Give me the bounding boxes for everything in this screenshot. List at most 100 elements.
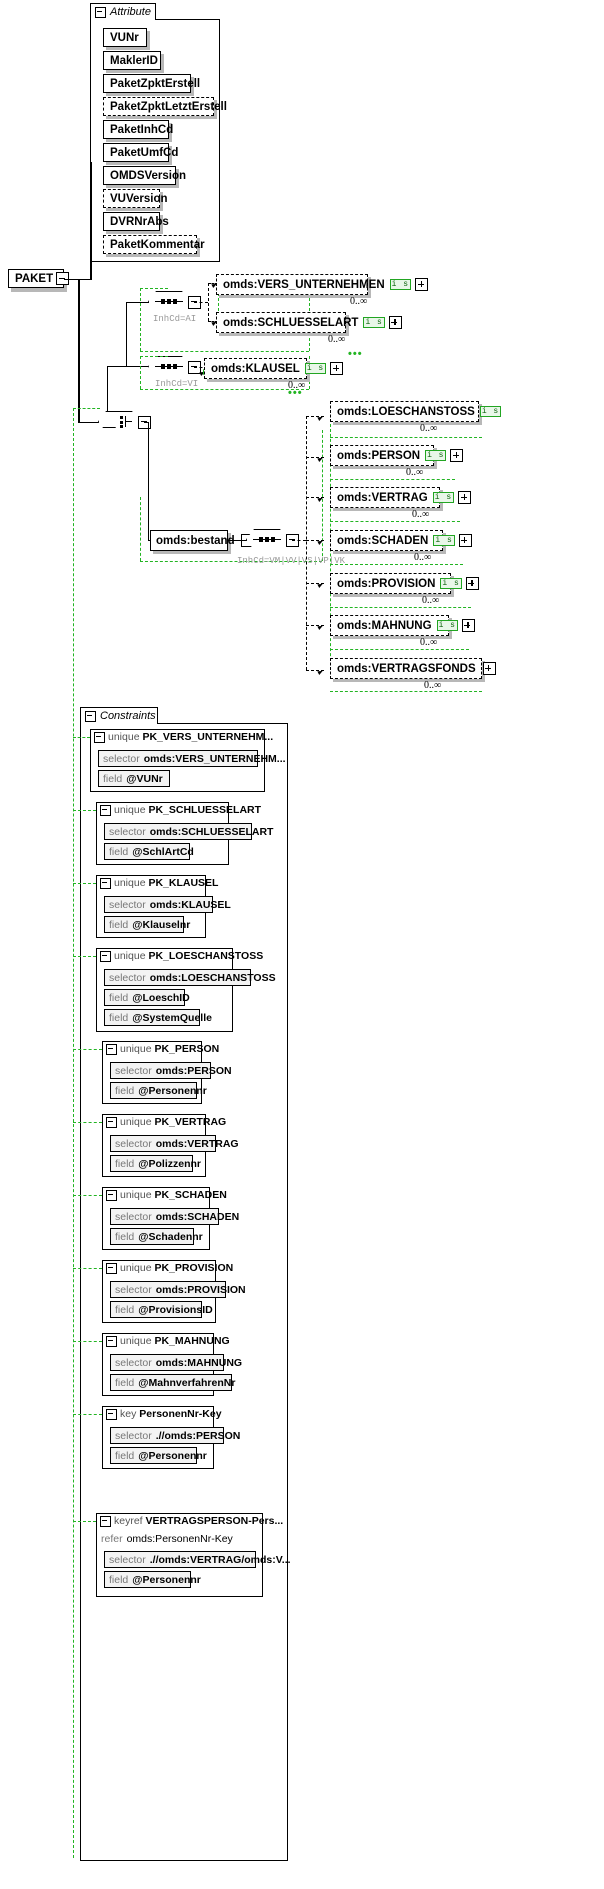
- attribute-box[interactable]: VUNr: [103, 28, 147, 47]
- constraint-field-row[interactable]: field @Polizzennr: [110, 1155, 201, 1172]
- element-person[interactable]: omds:PERSON i s: [330, 445, 464, 466]
- row-keyword: selector: [109, 825, 146, 838]
- row-keyword: selector: [103, 752, 140, 765]
- element-schaden[interactable]: omds:SCHADEN i s: [330, 530, 472, 551]
- constraint-tab[interactable]: unique PK_KLAUSEL: [96, 875, 218, 891]
- constraint-field-row[interactable]: field @LoeschID: [104, 989, 190, 1006]
- sequence-compositor-bestand[interactable]: [246, 529, 299, 553]
- element-loeschanstoss[interactable]: omds:LOESCHANSTOSS i s: [330, 401, 502, 422]
- row-value: omds:VERS_UNTERNEHM...: [143, 752, 286, 765]
- collapse-icon[interactable]: [95, 6, 106, 18]
- constraint-field-row[interactable]: field @SchlArtCd: [104, 843, 194, 860]
- constraint-tab[interactable]: unique PK_VERTRAG: [102, 1114, 226, 1130]
- constraint-tab[interactable]: unique PK_PERSON: [102, 1041, 219, 1057]
- constraint-field-row[interactable]: field @MahnverfahrenNr: [110, 1374, 235, 1391]
- constraint-tab[interactable]: unique PK_PROVISION: [102, 1260, 233, 1276]
- expand-icon[interactable]: [415, 278, 429, 291]
- collapse-icon[interactable]: [106, 1335, 117, 1347]
- constraint-selector-row[interactable]: selector omds:SCHLUESSELART: [104, 823, 273, 840]
- element-klausel[interactable]: omds:KLAUSEL i s: [204, 358, 344, 379]
- collapse-icon[interactable]: [106, 1408, 117, 1420]
- constraint-selector-row[interactable]: selector omds:LOESCHANSTOSS: [104, 969, 276, 986]
- element-vertragsfonds[interactable]: omds:VERTRAGSFONDS: [330, 658, 496, 679]
- attribute-box-optional[interactable]: PaketZpktLetztErstell: [103, 97, 227, 116]
- repeat-dots: •••: [288, 387, 303, 399]
- constraints-group-tab[interactable]: Constraints: [80, 707, 158, 724]
- choice-compositor[interactable]: [98, 411, 151, 435]
- expand-icon[interactable]: [458, 491, 472, 504]
- constraint-tab[interactable]: unique PK_LOESCHANSTOSS: [96, 948, 263, 964]
- collapse-icon[interactable]: [100, 950, 111, 962]
- collapse-icon[interactable]: [106, 1043, 117, 1055]
- constraint-tab[interactable]: unique PK_VERS_UNTERNEHM...: [90, 729, 273, 745]
- collapse-icon[interactable]: [106, 1262, 117, 1274]
- row-keyword: field: [109, 845, 129, 858]
- constraint-selector-row[interactable]: selector omds:MAHNUNG: [110, 1354, 242, 1371]
- constraint-tab[interactable]: unique PK_MAHNUNG: [102, 1333, 230, 1349]
- attribute-group-tab[interactable]: Attribute: [90, 3, 156, 20]
- attribute-box[interactable]: DVRNrAbs: [103, 212, 169, 231]
- collapse-icon[interactable]: [106, 1189, 117, 1201]
- expand-icon[interactable]: [330, 362, 344, 375]
- element-label: omds:KLAUSEL: [211, 362, 300, 375]
- attribute-box[interactable]: PaketUmfCd: [103, 143, 178, 162]
- constraint-field-row[interactable]: field @Personennr: [110, 1447, 207, 1464]
- constraint-field-row[interactable]: field @SystemQuelle: [104, 1009, 212, 1026]
- attribute-box[interactable]: OMDSVersion: [103, 166, 186, 185]
- sequence-compositor-vi[interactable]: [148, 356, 201, 380]
- expand-icon[interactable]: [458, 534, 472, 547]
- collapse-icon[interactable]: [100, 1515, 111, 1527]
- attribute-box[interactable]: PaketInhCd: [103, 120, 173, 139]
- constraint-selector-row[interactable]: selector .//omds:VERTRAG/omds:V...: [104, 1551, 291, 1568]
- attribute-label: PaketUmfCd: [110, 146, 179, 159]
- occurrence-label: 0..∞: [406, 467, 424, 478]
- constraint-tab[interactable]: unique PK_SCHADEN: [102, 1187, 227, 1203]
- sequence-compositor-ai[interactable]: [148, 291, 201, 315]
- expand-icon[interactable]: [461, 619, 475, 632]
- root-element-paket[interactable]: PAKET: [8, 269, 70, 288]
- constraint-tab[interactable]: key PersonenNr-Key: [102, 1406, 222, 1422]
- constraint-field-row[interactable]: field @Personennr: [104, 1571, 201, 1588]
- constraint-field-row[interactable]: field @ProvisionsID: [110, 1301, 213, 1318]
- attribute-box[interactable]: PaketZpktErstell: [103, 74, 200, 93]
- element-vertrag[interactable]: omds:VERTRAG i s: [330, 487, 472, 508]
- constraint-tab[interactable]: keyref VERTRAGSPERSON-Pers...: [96, 1513, 283, 1529]
- expand-icon[interactable]: [450, 449, 464, 462]
- constraint-field-row[interactable]: field @Schadennr: [110, 1228, 203, 1245]
- constraint-selector-row[interactable]: selector omds:SCHADEN: [110, 1208, 239, 1225]
- constraint-tab[interactable]: unique PK_SCHLUESSELART: [96, 802, 261, 818]
- constraint-selector-row[interactable]: selector omds:VERTRAG: [110, 1135, 239, 1152]
- collapse-icon[interactable]: [100, 877, 111, 889]
- constraint-selector-row[interactable]: selector omds:VERS_UNTERNEHM...: [98, 750, 286, 767]
- constraint-refer-row[interactable]: refer omds:PersonenNr-Key: [101, 1531, 259, 1546]
- element-vers-unternehmen[interactable]: omds:VERS_UNTERNEHMEN i s: [216, 274, 429, 295]
- constraint-field-row[interactable]: field @VUNr: [98, 770, 170, 787]
- collapse-icon[interactable]: [85, 710, 96, 722]
- element-schluesselart[interactable]: omds:SCHLUESSELART i s: [216, 312, 402, 333]
- constraint-kind: unique: [120, 1116, 152, 1128]
- expand-icon[interactable]: [465, 577, 479, 590]
- expand-icon[interactable]: [482, 662, 496, 675]
- constraint-selector-row[interactable]: selector omds:PROVISION: [110, 1281, 246, 1298]
- attribute-box[interactable]: MaklerID: [103, 51, 161, 70]
- constraint-selector-row[interactable]: selector .//omds:PERSON: [110, 1427, 240, 1444]
- constraint-selector-row[interactable]: selector omds:PERSON: [110, 1062, 232, 1079]
- identity-constraint-badge: i s: [389, 279, 412, 290]
- element-provision[interactable]: omds:PROVISION i s: [330, 573, 479, 594]
- row-value: omds:SCHLUESSELART: [149, 825, 274, 838]
- row-keyword: field: [109, 1573, 129, 1586]
- collapse-icon[interactable]: [94, 731, 105, 743]
- attribute-box-optional[interactable]: PaketKommentar: [103, 235, 205, 254]
- collapse-icon[interactable]: [106, 1116, 117, 1128]
- identity-constraint-badge: i s: [425, 450, 447, 461]
- element-bestand[interactable]: omds:bestand: [150, 530, 254, 551]
- expand-icon[interactable]: [388, 316, 402, 329]
- collapse-icon[interactable]: [100, 804, 111, 816]
- constraint-selector-row[interactable]: selector omds:KLAUSEL: [104, 896, 231, 913]
- constraint-field-row[interactable]: field @Personennr: [110, 1082, 207, 1099]
- element-mahnung[interactable]: omds:MAHNUNG i s: [330, 615, 475, 636]
- constraint-field-row[interactable]: field @Klauselnr: [104, 916, 190, 933]
- element-label: omds:SCHADEN: [337, 534, 429, 547]
- attribute-box-optional[interactable]: VUVersion: [103, 189, 168, 208]
- collapse-icon[interactable]: [56, 272, 70, 285]
